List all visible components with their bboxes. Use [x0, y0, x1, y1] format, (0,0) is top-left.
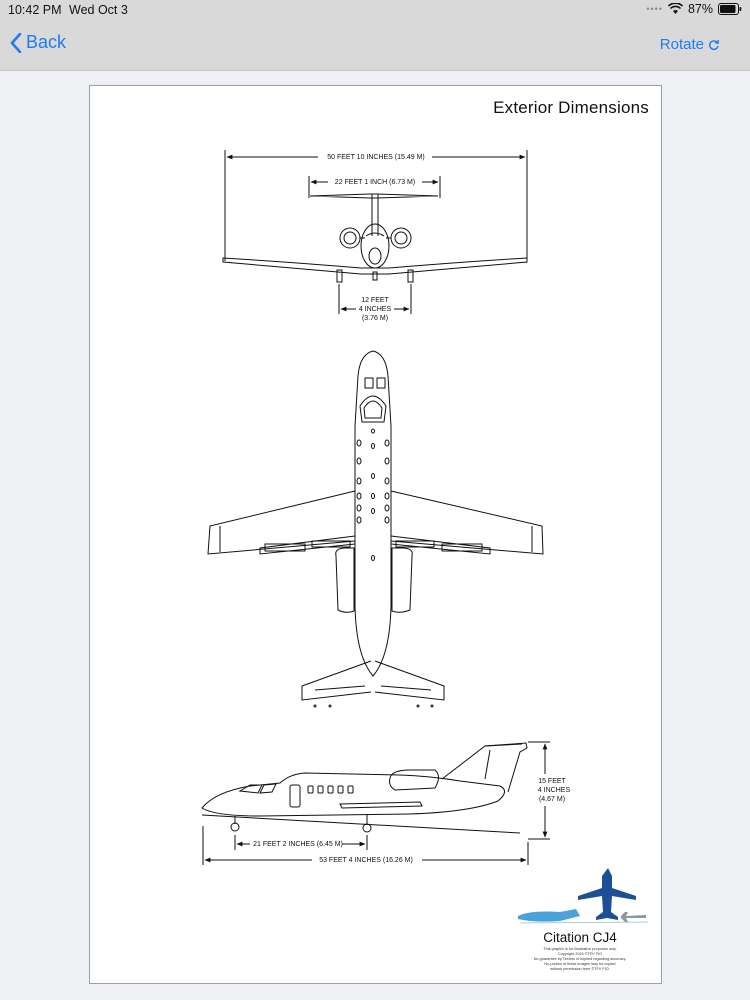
length-label: 53 FEET 4 INCHES (16.26 M)	[319, 857, 413, 864]
fine-print-1: This graphic is for illustrative purpose…	[543, 947, 616, 951]
rotate-label: Rotate	[659, 36, 704, 53]
rotate-button[interactable]: Rotate	[660, 36, 720, 53]
height-label-2: 4 INCHES	[538, 787, 571, 794]
fine-print-4: No portion of these images may be copied	[544, 962, 615, 966]
status-right: •••• 87%	[646, 2, 742, 16]
top-view	[207, 350, 544, 708]
chevron-left-icon	[10, 32, 22, 53]
cabin-windows	[356, 428, 390, 561]
battery-icon	[718, 3, 742, 15]
document-sheet: Exterior Dimensions	[89, 85, 662, 984]
back-label: Back	[26, 32, 67, 52]
status-bar: 10:42 PM Wed Oct 3 •••• 87%	[0, 0, 750, 20]
front-view	[222, 150, 528, 314]
fine-print-2: Copyright 2015 ©TFV FIO	[558, 952, 602, 956]
track-label-1: 12 FEET	[361, 297, 389, 304]
fine-print-3: No guarantee by Textron is implied regar…	[534, 957, 627, 961]
fine-print: This graphic is for illustrative purpose…	[534, 947, 627, 971]
height-label-3: (4.67 M)	[539, 796, 565, 803]
sheet-title: Exterior Dimensions	[493, 98, 649, 117]
wheelbase-label: 21 FEET 2 INCHES (6.45 M)	[253, 841, 343, 848]
wifi-icon	[667, 3, 683, 14]
track-label-3: (3.76 M)	[362, 315, 388, 322]
battery-percent: 87%	[687, 2, 713, 16]
fine-print-5: without permission from ©TFV FIO.	[550, 967, 610, 971]
navigation-bar: Back Rotate	[0, 20, 750, 71]
height-label-1: 15 FEET	[538, 778, 566, 785]
track-label-2: 4 INCHES	[359, 306, 392, 313]
back-button[interactable]: Back	[10, 32, 66, 53]
aircraft-drawing: 50 FEET 10 INCHES (15.49 M) 22 FEET 1 IN…	[201, 150, 649, 971]
signal-dots-icon: ••••	[646, 4, 663, 14]
status-time: 10:42 PM	[8, 3, 62, 17]
tailspan-label: 22 FEET 1 INCH (6.73 M)	[335, 179, 415, 186]
dimension-labels: 50 FEET 10 INCHES (15.49 M) 22 FEET 1 IN…	[250, 151, 570, 865]
wingspan-label: 50 FEET 10 INCHES (15.49 M)	[327, 154, 425, 161]
rotate-icon	[709, 39, 719, 50]
status-date: Wed Oct 3	[69, 3, 128, 17]
citation-logo	[518, 868, 649, 924]
brand-name: Citation CJ4	[543, 930, 617, 945]
